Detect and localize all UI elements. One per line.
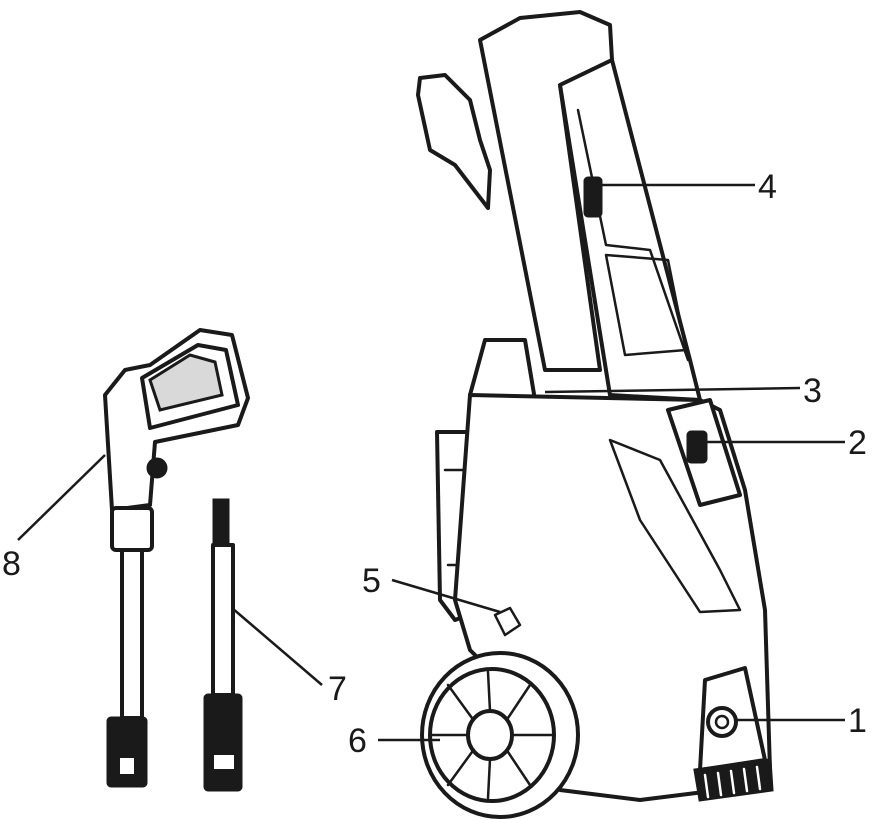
callout-6: 6 [348,722,367,760]
callout-8: 8 [2,545,21,583]
wheel [420,651,580,819]
front-panel-window [604,253,688,357]
callout-3: 3 [803,372,822,410]
leader-7 [231,607,323,686]
lance-tube [211,543,235,697]
gun-lance-tube [120,548,144,720]
callout-labels: 1 2 3 4 5 6 7 8 [2,168,867,760]
callout-4: 4 [758,168,777,206]
lance-coupling [203,693,243,792]
lance-tip [212,498,230,547]
lance-coupling-window [214,755,234,769]
pressure-washer-unit [416,10,774,819]
water-outlet [706,706,738,738]
handle-hook [416,73,492,210]
callout-2: 2 [848,424,867,462]
housing-swoosh [608,438,742,614]
power-switch [686,430,708,464]
spray-lance [203,498,243,792]
water-outlet-core [714,714,730,730]
gun-nozzle-nut [146,457,168,479]
gun-trigger [148,353,224,412]
gun-quick-connector [106,716,148,788]
leader-3 [544,386,801,394]
base-vents [693,758,774,802]
callout-1: 1 [848,702,867,740]
leader-8 [17,454,106,541]
callout-5: 5 [362,562,381,600]
gun-collar [110,506,154,552]
leader-5 [391,578,501,614]
spray-gun [103,328,250,788]
callout-7: 7 [328,670,347,708]
front-panel [558,58,702,402]
leader-lines [17,183,845,742]
gun-connector-window [120,758,134,774]
control-knob [583,176,603,218]
hose-connector [493,606,522,637]
